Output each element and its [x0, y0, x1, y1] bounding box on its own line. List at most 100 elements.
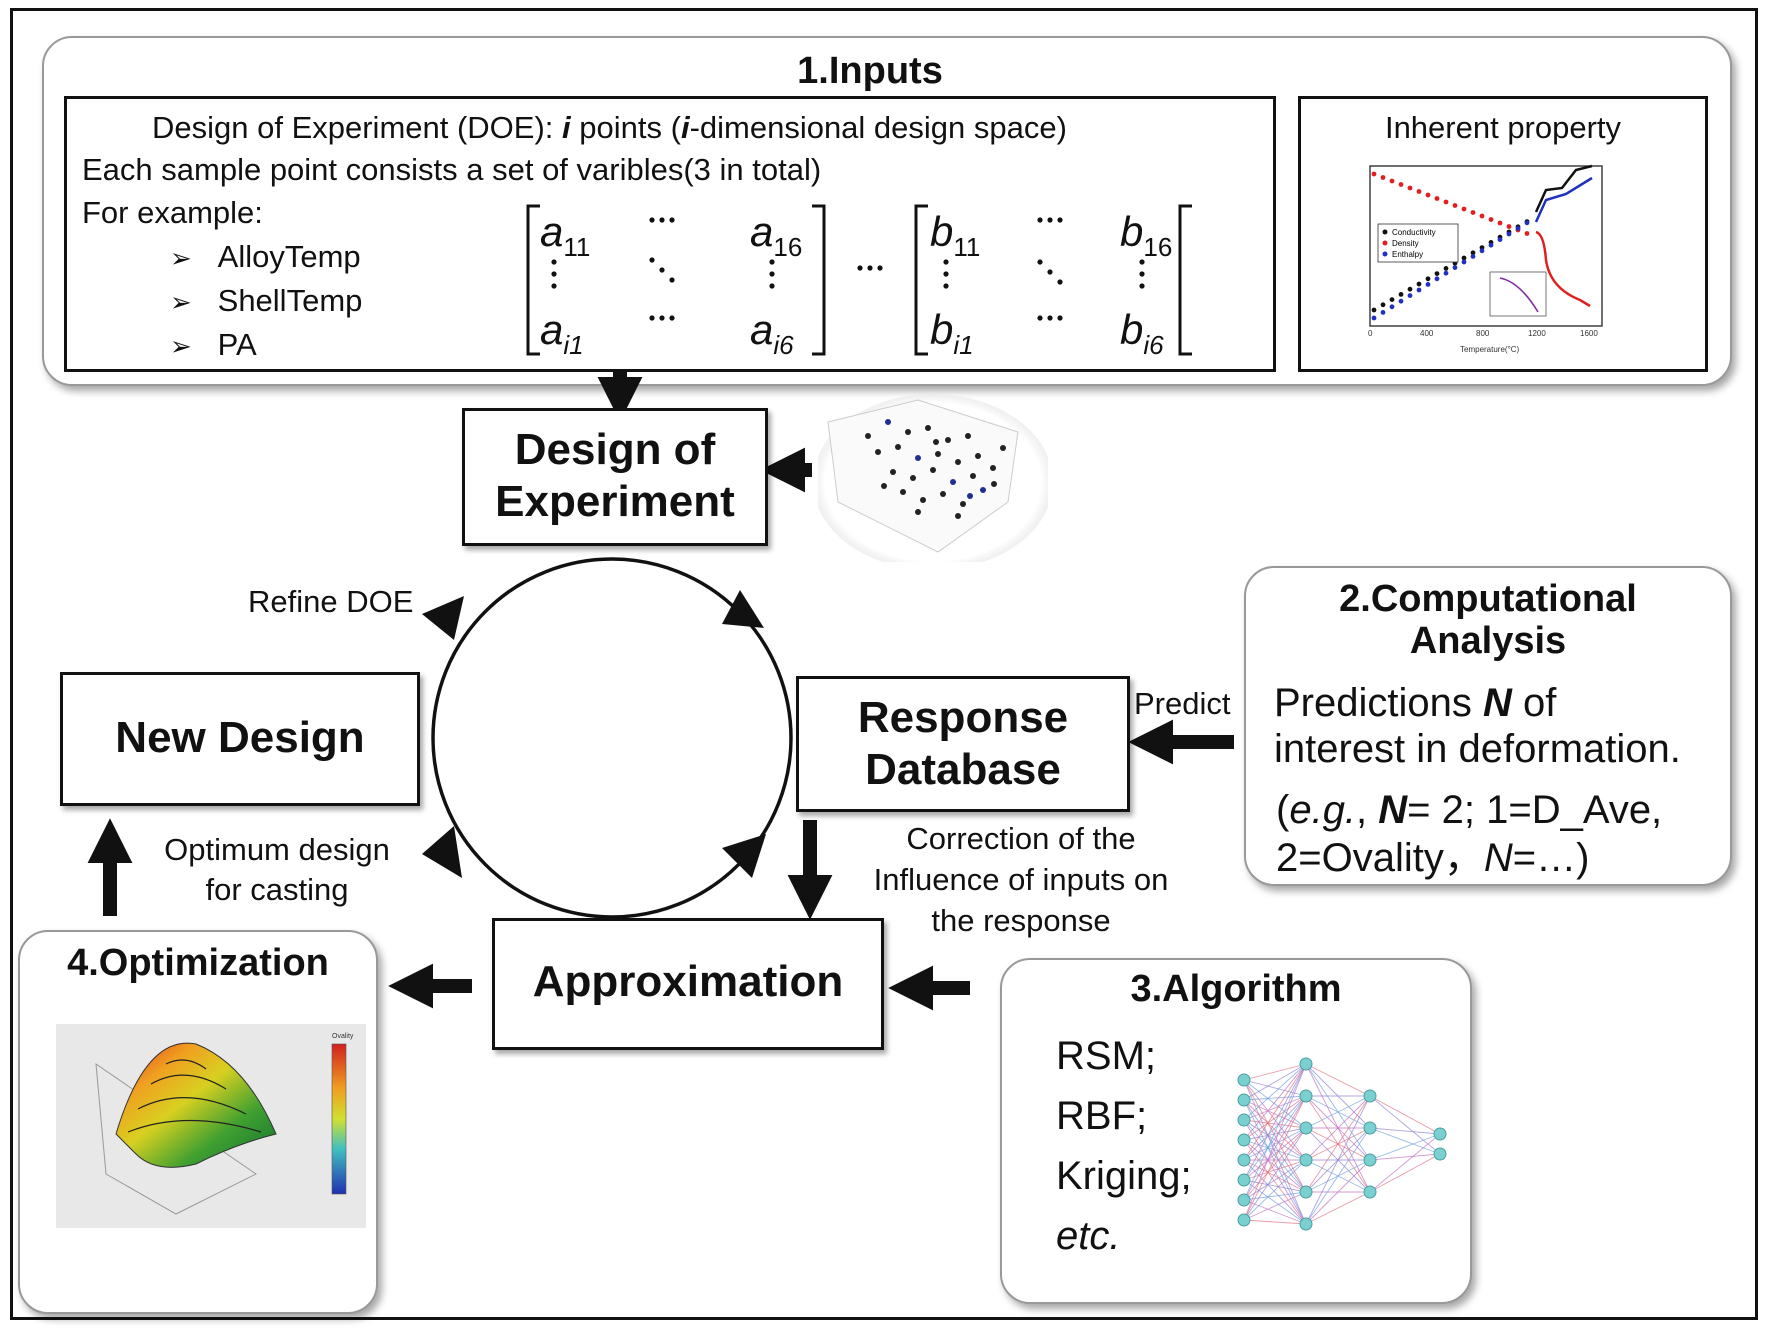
- predictions-line-2: interest in deformation.: [1274, 727, 1681, 771]
- nn-edge: [1243, 1063, 1307, 1081]
- density-point: [1371, 171, 1377, 177]
- nn-edge: [1243, 1119, 1307, 1193]
- scatter-points: [865, 419, 1006, 519]
- scatter-point: [881, 483, 887, 489]
- symbol-n: N: [1482, 681, 1512, 725]
- nn-edge: [1243, 1099, 1307, 1161]
- nn-edge: [1243, 1127, 1307, 1141]
- nn-edge: [1243, 1063, 1307, 1161]
- matrix-a-tl: a11: [540, 208, 590, 262]
- nn-edge: [1243, 1079, 1307, 1193]
- optimum-design-label: Optimum design for casting: [142, 830, 412, 910]
- inherent-property-title: Inherent property: [1384, 110, 1622, 145]
- x-tick: 0: [1368, 329, 1373, 338]
- density-point: [1488, 217, 1494, 222]
- density-point: [1470, 210, 1476, 215]
- nn-edge: [1243, 1119, 1307, 1129]
- computational-title: 2.Computational Analysis: [1244, 578, 1732, 662]
- doe-line-1-italic-i: i: [562, 110, 571, 145]
- nn-edge: [1369, 1153, 1441, 1161]
- scatter-point: [940, 491, 946, 497]
- chart-x-label: Temperature(°C): [1460, 345, 1520, 354]
- scatter-point: [925, 425, 931, 431]
- density-point: [1506, 224, 1512, 229]
- scatter-point: [990, 465, 996, 471]
- doe-description-box: [64, 96, 1276, 372]
- computational-title-line-1: 2.Computational: [1339, 578, 1637, 620]
- nn-edge: [1243, 1127, 1307, 1161]
- nn-node: [1299, 1089, 1313, 1103]
- enthalpy-point: [1389, 304, 1395, 310]
- correction-line-2: Influence of inputs on: [873, 862, 1169, 897]
- computational-example: (e.g., N= 2; 1=D_Ave, 2=Ovality，N=…): [1276, 786, 1662, 882]
- conductivity-point: [1380, 302, 1386, 308]
- n-equals-text: =…): [1512, 836, 1590, 880]
- x-tick: 1200: [1528, 329, 1546, 338]
- arrow-newdesign-to-doe: [422, 596, 464, 640]
- colorbar: [331, 1043, 347, 1195]
- nn-node: [1363, 1089, 1377, 1103]
- predictions-of: of: [1511, 681, 1557, 725]
- optimum-line-2: for casting: [205, 872, 349, 907]
- conductivity-point: [1434, 271, 1440, 276]
- nn-edge: [1243, 1127, 1307, 1221]
- conductivity-line: [1534, 164, 1593, 213]
- nn-node: [1237, 1133, 1251, 1147]
- predict-label: Predict: [1134, 686, 1231, 721]
- nn-edge: [1243, 1079, 1307, 1161]
- conductivity-point: [1371, 307, 1377, 313]
- legend-conductivity: Conductivity: [1392, 228, 1436, 237]
- density-point: [1479, 213, 1485, 219]
- optimum-line-1: Optimum design: [164, 832, 390, 867]
- scatter-point: [885, 419, 891, 425]
- example-label: For example:: [82, 195, 263, 230]
- nn-edge: [1305, 1063, 1371, 1097]
- variable-label: PA: [217, 327, 257, 362]
- scatter-point: [980, 487, 986, 493]
- symbol-n: N: [1378, 788, 1408, 832]
- cycle-circle: [431, 557, 793, 919]
- density-point: [1380, 175, 1386, 180]
- enthalpy-point: [1371, 315, 1377, 321]
- nn-node: [1299, 1057, 1313, 1071]
- enthalpy-point: [1380, 310, 1386, 315]
- nn-edge: [1243, 1139, 1307, 1193]
- doe-box-line-1: Design of: [514, 425, 716, 474]
- algorithm-panel: [1000, 958, 1472, 1304]
- nn-node: [1237, 1173, 1251, 1187]
- density-point: [1425, 192, 1431, 198]
- arrow-response-to-approx: [722, 834, 766, 878]
- optimization-title: 4.Optimization: [67, 942, 329, 984]
- response-surface: [115, 1042, 277, 1168]
- nn-edge: [1243, 1127, 1307, 1181]
- enthalpy-point: [1506, 231, 1512, 237]
- enthalpy-line: [1534, 176, 1593, 223]
- scatter-point: [865, 433, 871, 439]
- nn-edge: [1243, 1139, 1307, 1225]
- scatter-point: [967, 493, 973, 499]
- density-point: [1434, 196, 1440, 201]
- cycle-arrowheads: [422, 590, 766, 878]
- approximation-box: [492, 918, 884, 1050]
- nn-edge: [1305, 1095, 1371, 1161]
- nn-edge: [1369, 1127, 1441, 1155]
- correction-line-1: Correction of the: [906, 821, 1136, 856]
- scatter-point: [960, 501, 966, 507]
- predictions-line-1: Predictions N of: [1274, 680, 1681, 726]
- nn-edge: [1243, 1099, 1307, 1225]
- enthalpy-point: [1515, 226, 1521, 231]
- density-point: [1452, 203, 1458, 208]
- matrix-a-br: ai6: [750, 306, 794, 360]
- nn-edge: [1305, 1127, 1371, 1225]
- enthalpy-point: [1488, 242, 1494, 248]
- nn-edge: [1369, 1127, 1441, 1135]
- nn-edge: [1243, 1095, 1307, 1181]
- nn-edge: [1369, 1095, 1441, 1135]
- density-line: [1535, 230, 1591, 308]
- nn-edge: [1243, 1063, 1307, 1141]
- nn-node: [1237, 1093, 1251, 1107]
- enthalpy-point: [1407, 293, 1413, 298]
- enthalpy-point: [1443, 270, 1449, 276]
- new-design-box: [60, 672, 420, 806]
- doe-line-1-text-b: points (: [570, 110, 681, 145]
